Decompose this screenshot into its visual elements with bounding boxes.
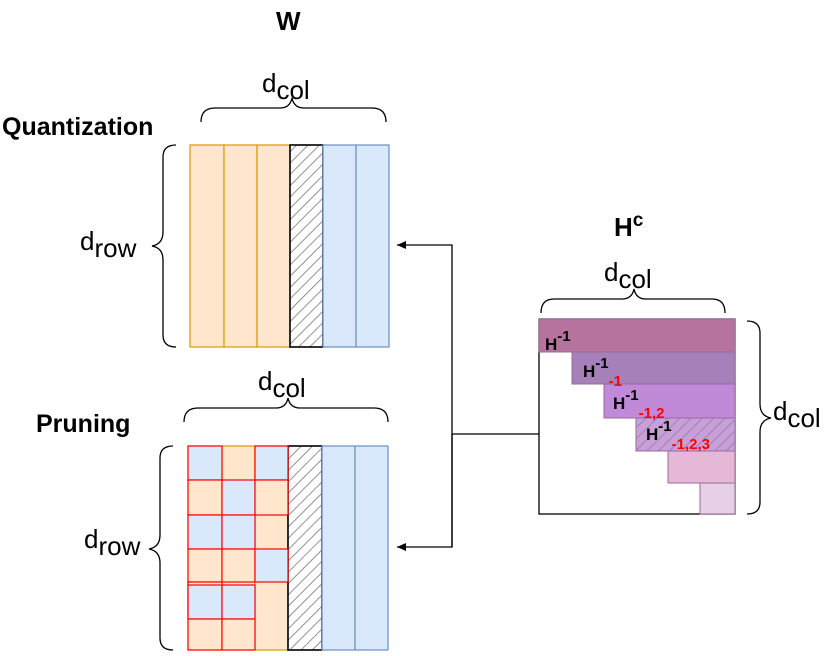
pruning-matrix xyxy=(187,445,389,651)
top-dcol-label: dcol xyxy=(262,68,310,105)
hessian-top-dcol-brace xyxy=(540,288,726,314)
quantization-label: Quantization xyxy=(2,113,153,141)
h-inverse-label-2: H-1-1,2 xyxy=(613,387,664,422)
quantization-matrix xyxy=(189,144,390,348)
weight-title: W xyxy=(276,6,301,36)
mid-dcol-label: dcol xyxy=(258,366,306,403)
top-dcol-brace xyxy=(200,97,387,123)
h-inverse-label-3: H-1-1,2,3 xyxy=(646,418,710,453)
quant-drow-label: drow xyxy=(80,226,137,263)
hessian-right-dcol-brace xyxy=(746,320,772,515)
hessian-right-dcol-label: dcol xyxy=(773,396,821,433)
hessian-staircase xyxy=(538,318,736,515)
quant-drow-brace xyxy=(151,144,177,348)
prune-drow-label: drow xyxy=(84,524,141,561)
mid-dcol-brace xyxy=(183,397,389,423)
prune-drow-brace xyxy=(148,445,174,651)
hessian-top-dcol-label: dcol xyxy=(604,257,652,294)
h-inverse-label-0: H-1 xyxy=(545,328,571,354)
h-inverse-label-1: H-1-1 xyxy=(583,355,622,390)
hessian-title: Hc xyxy=(614,210,644,242)
pruning-label: Pruning xyxy=(36,410,130,438)
